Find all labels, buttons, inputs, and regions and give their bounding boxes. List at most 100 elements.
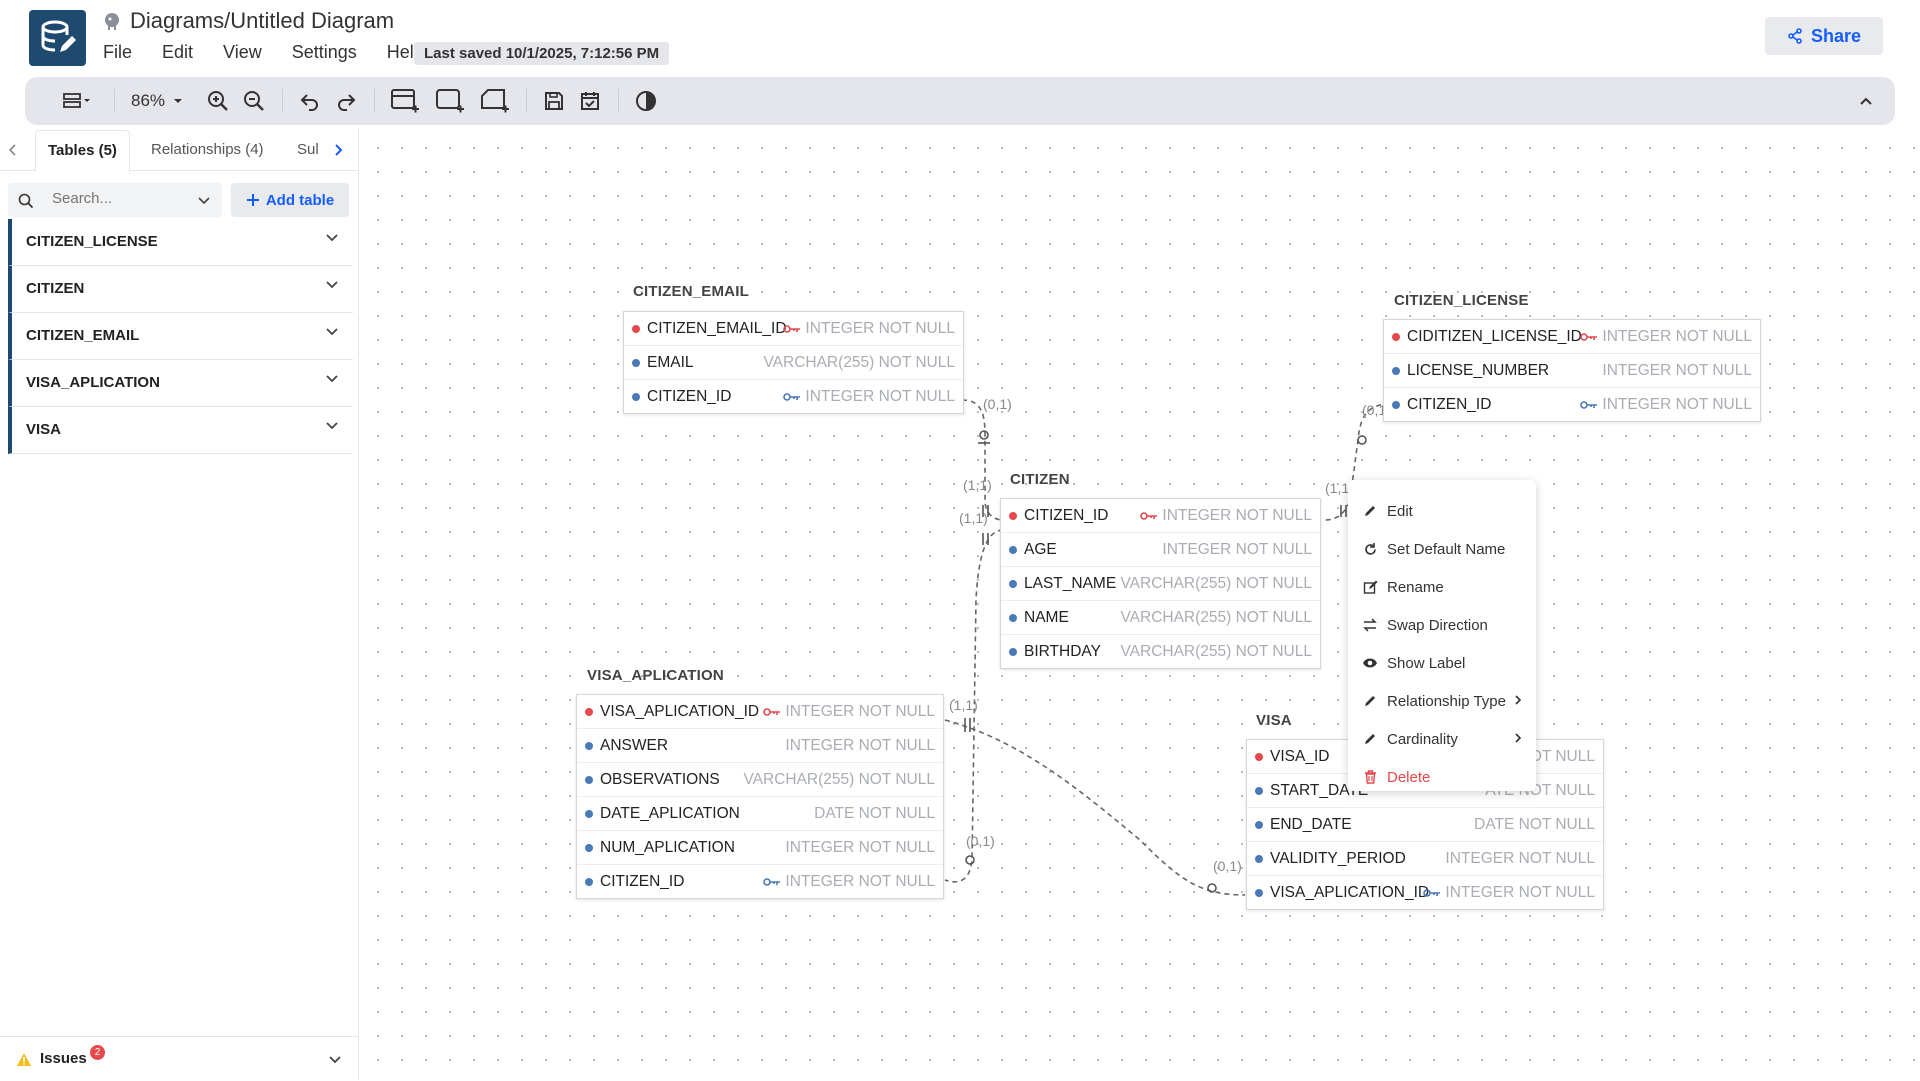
issues-panel[interactable]: Issues 2 xyxy=(0,1036,358,1081)
context-menu-edit[interactable]: Edit xyxy=(1348,492,1536,530)
context-menu-label: Show Label xyxy=(1387,654,1466,672)
save-button[interactable] xyxy=(537,77,571,125)
diagram-title[interactable]: Diagrams/Untitled Diagram xyxy=(130,8,395,33)
pencil-icon xyxy=(1361,504,1379,518)
context-menu-show-label[interactable]: Show Label xyxy=(1348,644,1536,682)
column-dot xyxy=(1255,889,1263,897)
table-title-citizen-email[interactable]: CITIZEN_EMAIL xyxy=(633,283,749,300)
zoom-select[interactable]: 86% xyxy=(125,77,189,125)
tab-subject-areas[interactable]: Sul xyxy=(297,141,319,158)
column-name: CITIZEN_ID xyxy=(1024,507,1109,524)
menu-settings[interactable]: Settings xyxy=(291,42,357,62)
column-name: EMAIL xyxy=(647,354,694,371)
table-title-citizen[interactable]: CITIZEN xyxy=(1010,471,1070,488)
table-title-visa[interactable]: VISA xyxy=(1256,712,1292,729)
add-table-button[interactable]: Add table xyxy=(231,183,349,217)
app-logo[interactable] xyxy=(29,10,86,66)
context-menu-label: Rename xyxy=(1387,578,1444,596)
tabs-scroll-left[interactable] xyxy=(8,130,24,170)
share-button[interactable]: Share xyxy=(1765,17,1883,55)
share-icon xyxy=(1788,28,1802,44)
cardinality-label: (1,1) xyxy=(959,510,988,526)
layout-menu-button[interactable] xyxy=(55,77,99,125)
tab-tables[interactable]: Tables (5) xyxy=(35,130,130,173)
tab-relationships[interactable]: Relationships (4) xyxy=(151,141,264,158)
context-menu-cardinality[interactable]: Cardinality xyxy=(1348,720,1536,758)
table-list-name: VISA_APLICATION xyxy=(26,374,160,391)
context-menu-delete[interactable]: Delete xyxy=(1348,758,1536,796)
context-menu-label: Set Default Name xyxy=(1387,540,1506,558)
context-menu-rename[interactable]: Rename xyxy=(1348,568,1536,606)
primary-key-dot xyxy=(585,708,593,716)
table-list-item-citizen-license[interactable]: CITIZEN_LICENSE xyxy=(8,219,353,266)
undo-button[interactable] xyxy=(293,77,327,125)
column-type: DATE NOT NULL xyxy=(814,805,935,822)
column-name: CITIZEN_ID xyxy=(1407,396,1492,413)
chevron-up-icon xyxy=(1860,97,1872,105)
theme-toggle-button[interactable] xyxy=(629,77,663,125)
menu-edit[interactable]: Edit xyxy=(162,42,194,62)
table-list-item-citizen[interactable]: CITIZEN xyxy=(8,266,353,313)
add-table-tool-button[interactable] xyxy=(385,77,425,125)
context-menu-relationship-type[interactable]: Relationship Type xyxy=(1348,682,1536,720)
table-list-item-visa-aplication[interactable]: VISA_APLICATION xyxy=(8,360,353,407)
context-menu-set-default-name[interactable]: Set Default Name xyxy=(1348,530,1536,568)
table-list-item-visa[interactable]: VISA xyxy=(8,407,353,454)
add-note-button[interactable] xyxy=(475,77,515,125)
column-name: CITIZEN_ID xyxy=(600,873,685,890)
swap-icon xyxy=(1361,618,1379,632)
versions-button[interactable] xyxy=(573,77,607,125)
sidebar-tabs: Tables (5) Relationships (4) Sul xyxy=(0,130,358,173)
column-type: INTEGER NOT NULL xyxy=(1162,541,1312,558)
context-menu-swap-direction[interactable]: Swap Direction xyxy=(1348,606,1536,644)
column-name: NAME xyxy=(1024,609,1069,626)
database-logo-icon xyxy=(41,20,76,52)
tabs-scroll-right[interactable] xyxy=(333,130,349,170)
table-title-citizen-license[interactable]: CITIZEN_LICENSE xyxy=(1394,292,1529,309)
column-name: NUM_APLICATION xyxy=(600,839,735,856)
add-table-label: Add table xyxy=(265,191,335,209)
refresh-icon xyxy=(1361,542,1379,557)
column-type: INTEGER NOT NULL xyxy=(1602,362,1752,379)
redo-button[interactable] xyxy=(329,77,363,125)
add-area-button[interactable] xyxy=(430,77,470,125)
column-dot xyxy=(1255,787,1263,795)
table-search[interactable] xyxy=(8,183,222,217)
menu-view[interactable]: View xyxy=(223,42,262,62)
table-list-item-citizen-email[interactable]: CITIZEN_EMAIL xyxy=(8,313,353,360)
search-input[interactable] xyxy=(50,189,194,208)
column-name: VISA_APLICATION_ID xyxy=(1270,884,1430,901)
menu-file[interactable]: File xyxy=(103,42,133,62)
table-title-visa-aplication[interactable]: VISA_APLICATION xyxy=(587,667,724,684)
zoom-in-button[interactable] xyxy=(201,77,235,125)
primary-key-icon xyxy=(1140,512,1158,520)
collapse-toolbar-button[interactable] xyxy=(1851,77,1881,125)
issues-label: Issues xyxy=(40,1050,87,1067)
zoom-out-button[interactable] xyxy=(237,77,271,125)
diagram-title-row: Diagrams/Untitled Diagram xyxy=(102,8,394,34)
